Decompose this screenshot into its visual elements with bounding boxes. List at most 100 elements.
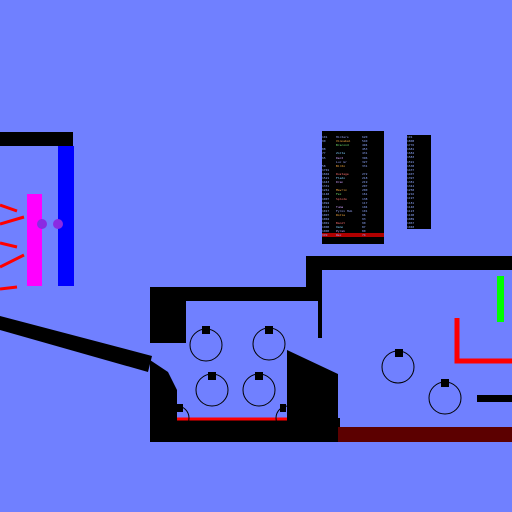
node-left[interactable] [37, 219, 47, 229]
blob[interactable] [428, 379, 462, 415]
leaderboard-cell: Splode [336, 196, 347, 201]
leaderboard-cell: 117 [362, 200, 368, 205]
lava-floor [338, 427, 512, 442]
leaderboard-cell: Fex [336, 192, 342, 197]
leaderboard-cell: Vinnebal [336, 139, 351, 144]
leaderboard-side-cell: 1181 [407, 200, 415, 205]
leaderboard-cell: Rustage [336, 171, 349, 176]
leaderboard-cell: 272 [362, 171, 368, 176]
leaderboard-cell: 1007 [322, 212, 330, 217]
leaderboard-cell: Dren [336, 180, 344, 185]
leaderboard-side-cell: 1108 [407, 212, 415, 217]
leaderboard-cell: 494 [362, 143, 368, 148]
node-right[interactable] [53, 219, 63, 229]
leaderboard-cell: 58 [322, 163, 326, 168]
leaderboard-side-cell: 1258 [407, 188, 415, 193]
leaderboard-cell: 1701 [322, 167, 330, 172]
leaderboard-cell: 396 [362, 155, 368, 160]
leaderboard-header-cell: Points [362, 131, 373, 135]
leaderboard-side-cell: 1048 [407, 225, 415, 229]
leaderboard-side-cell: 1583 [407, 155, 415, 160]
leaderboard-cell: 207 [362, 184, 368, 189]
blob[interactable] [195, 372, 229, 407]
leaderboard-row: 1004 93 [322, 217, 384, 221]
laser-2 [0, 215, 25, 226]
blob[interactable] [242, 372, 276, 407]
green-target[interactable] [497, 276, 504, 322]
leaderboard-cell: 200 [362, 188, 368, 193]
leaderboard-cell: Banzt [336, 221, 346, 226]
leaderboard-cell: 104 [362, 204, 368, 209]
leaderboard-cell: 74 [362, 233, 366, 238]
leaderboard-cell: 1012 [322, 204, 330, 209]
leaderboard-cell: 1004 [322, 216, 330, 221]
ramp-left [0, 316, 152, 372]
leaderboard-row: 1007 Splode 138 [322, 197, 384, 201]
leaderboard-cell: Wex [336, 233, 342, 238]
leaderboard-cell: Tuma [336, 204, 344, 209]
leaderboard-cell: Hinters [336, 135, 349, 140]
middle-room-left-upper [150, 287, 186, 343]
leaderboard-cell: 65 [322, 155, 326, 160]
leaderboard-cell: Birdo [336, 163, 346, 168]
leaderboard-side-cell: 1089 [407, 216, 415, 221]
blob[interactable] [189, 326, 223, 362]
blob-group [164, 326, 462, 431]
leaderboard-side-cell: 1808 [407, 139, 415, 144]
magenta-barrier [27, 194, 42, 286]
leaderboard-cell: 1001 [322, 221, 330, 226]
middle-room-left-lower [150, 360, 177, 420]
leaderboard-side-cell: 1538 [407, 163, 415, 168]
leaderboard-cell: 90 [322, 139, 326, 144]
leaderboard-cell: 327 [362, 159, 368, 164]
leaderboard-header-cell: Players [322, 131, 335, 135]
leaderboard-cell: 88 [322, 147, 326, 152]
leaderboard-cell: 96 [362, 212, 366, 217]
leaderboard-cell: 1000 [322, 229, 330, 234]
leaderboard-cell: 87 [362, 225, 366, 230]
leaderboard-side-cell: 1123 [407, 208, 415, 213]
leaderboard-side-cell: 1067 [407, 220, 415, 225]
blob[interactable] [381, 349, 415, 384]
leaderboard-cell: 1094 [322, 200, 330, 205]
leaderboard-cell: 1007 [322, 196, 330, 201]
leaderboard-row: 1094 117 [322, 201, 384, 205]
laser-4 [0, 253, 25, 269]
blob-partial[interactable] [164, 404, 190, 431]
leaderboard-side-cell: 1681 [407, 147, 415, 152]
leaderboard-side-cell: 1437 [407, 167, 415, 172]
blob[interactable] [252, 326, 286, 361]
leaderboard-cell: 431 [362, 151, 368, 156]
blob-partial[interactable] [275, 404, 301, 431]
wall-top-left-ledge [0, 132, 73, 146]
right-room-divider [318, 300, 322, 338]
leaderboard-cell: 1148 [322, 192, 330, 197]
leaderboard-cell: 453 [362, 147, 368, 152]
leaderboard-side-cell: 1407 [407, 171, 415, 176]
leaderboard-cell: Fyrox Hub [336, 208, 353, 213]
leaderboard-cell: 93 [362, 216, 366, 221]
leaderboard-header-cell: Objects [336, 131, 349, 135]
leaderboard-cell: 1604 [322, 171, 330, 176]
leaderboard-cell: Zolta [336, 151, 346, 156]
leaderboard-cell: Pyrek [336, 229, 346, 234]
leaderboard-cell: 1000 [322, 225, 330, 230]
leaderboard-cell: 138 [362, 196, 368, 201]
leaderboard-cell: 90 [362, 221, 366, 226]
leaderboard-cell: 999 [322, 233, 328, 238]
leaderboard-cell: 540 [362, 139, 368, 144]
leaderboard-cell: Luc Gr [336, 159, 347, 164]
laser-3 [0, 241, 18, 249]
leaderboard-cell: 1521 [322, 176, 330, 181]
leaderboard-cell: Osmo [336, 225, 344, 230]
blue-barrier [58, 146, 74, 286]
